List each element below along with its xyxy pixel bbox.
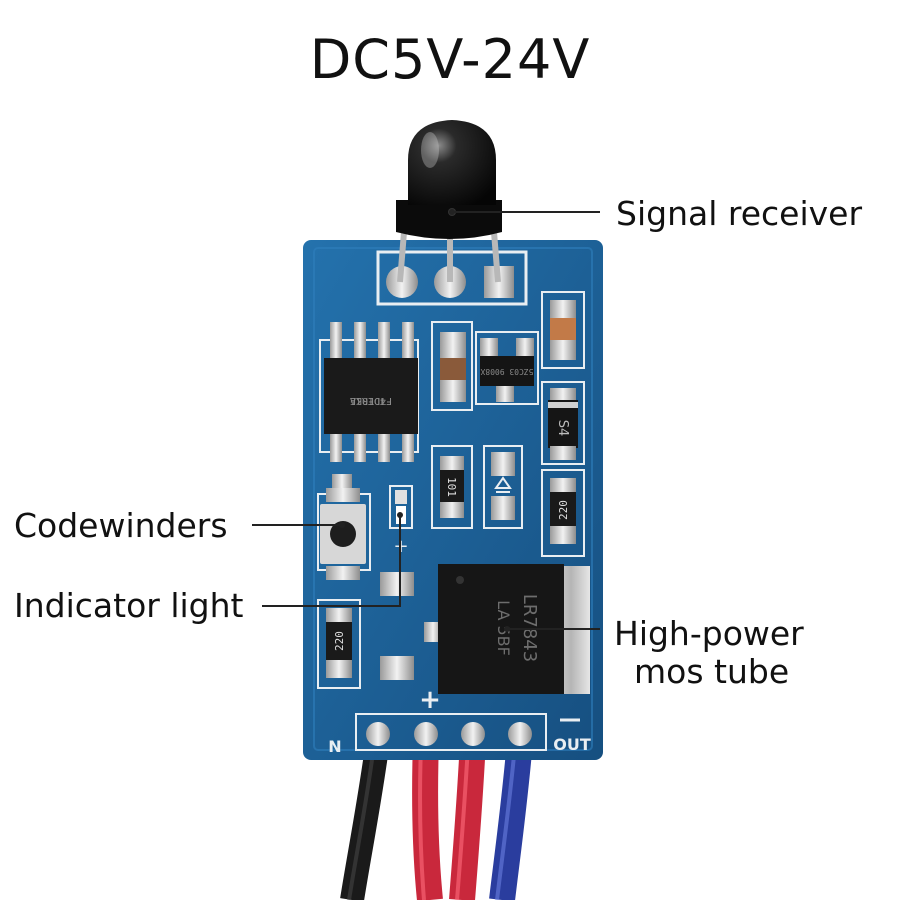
svg-text:S4: S4 xyxy=(555,420,570,437)
wire-red-2 xyxy=(449,739,486,900)
svg-text:OUT: OUT xyxy=(553,735,591,754)
svg-text:220: 220 xyxy=(557,500,570,520)
svg-text:+: + xyxy=(419,685,441,715)
transistor: 5ZC03 9008X xyxy=(475,331,539,405)
svg-text:5ZC03 9008X: 5ZC03 9008X xyxy=(480,367,533,376)
callout-lines xyxy=(252,209,600,632)
callout-signal-receiver: Signal receiver xyxy=(616,194,863,233)
wire-blue xyxy=(489,738,533,900)
terminal-block: + N OUT xyxy=(328,685,591,756)
ic-chip: F4DTRKE FTDE01A xyxy=(319,322,419,462)
callout-indicator-light: Indicator light xyxy=(14,586,244,625)
codewinder-button xyxy=(317,488,371,580)
resistor-220-left: 220 xyxy=(317,599,361,689)
svg-text:N: N xyxy=(328,737,341,756)
page-title: DC5V-24V xyxy=(309,28,591,91)
callout-codewinders: Codewinders xyxy=(14,506,228,545)
svg-text:FTDE01A: FTDE01A xyxy=(350,395,392,406)
wire-red-1 xyxy=(412,739,443,900)
svg-text:F4DTRKE: F4DTRKE xyxy=(350,395,392,406)
svg-text:220: 220 xyxy=(333,631,346,651)
resistor-101: 101 xyxy=(431,445,473,529)
diode-s4: S4 xyxy=(541,381,585,465)
callout-mos-line2: mos tube xyxy=(634,652,790,691)
wire-black xyxy=(340,738,390,900)
capacitor-top-right xyxy=(541,291,585,369)
receiver-footprint xyxy=(376,250,528,306)
resistor-220-right: 220 xyxy=(541,469,585,557)
svg-text:LA 5BF: LA 5BF xyxy=(494,600,513,656)
small-diode xyxy=(483,445,523,529)
small-pad xyxy=(332,474,352,490)
callout-mos-line1: High-power xyxy=(614,614,804,653)
capacitor-block xyxy=(431,321,473,411)
svg-text:101: 101 xyxy=(445,477,458,497)
